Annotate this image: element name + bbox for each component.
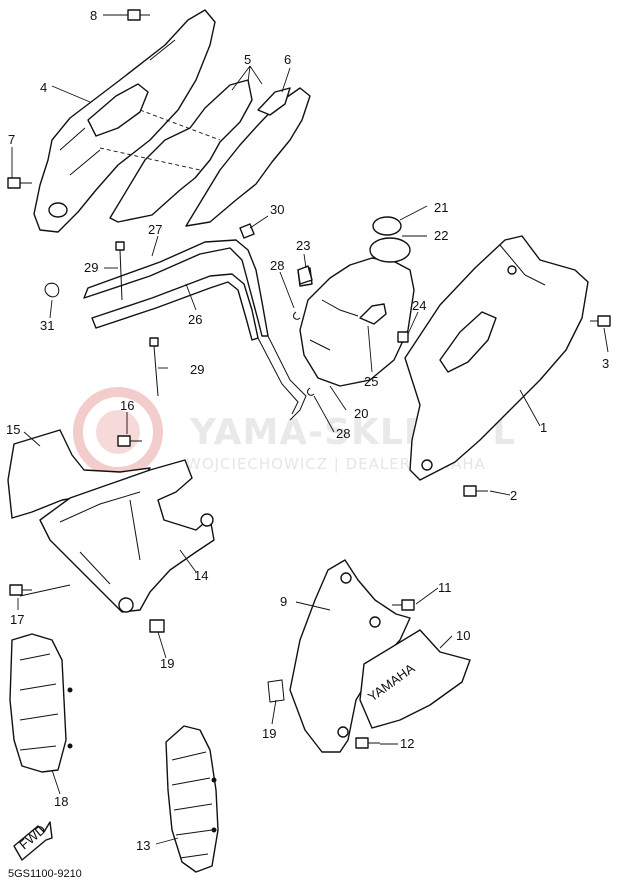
callout-29b: 29 xyxy=(190,362,204,377)
callout-11: 11 xyxy=(438,580,452,595)
part-radiator-guard-left xyxy=(9,633,73,773)
clip-23 xyxy=(297,265,313,285)
callout-25: 25 xyxy=(364,374,378,389)
callout-4: 4 xyxy=(40,80,47,95)
callout-2: 2 xyxy=(510,488,517,503)
bolt-12 xyxy=(355,737,380,749)
callout-28a: 28 xyxy=(270,258,284,273)
callout-20: 20 xyxy=(354,406,368,421)
bolt-8 xyxy=(127,9,150,21)
part-radiator-guard-right xyxy=(165,725,219,873)
diagram-code: 5GS1100-9210 xyxy=(8,868,82,880)
callout-29a: 29 xyxy=(84,260,98,275)
callout-30: 30 xyxy=(270,202,284,217)
tie-29b xyxy=(149,337,159,397)
clip-28b xyxy=(307,387,315,396)
callout-18: 18 xyxy=(54,794,68,809)
callout-19b: 19 xyxy=(262,726,276,741)
callout-26: 26 xyxy=(188,312,202,327)
callout-3: 3 xyxy=(602,356,609,371)
bolt-11 xyxy=(392,599,415,611)
callout-24: 24 xyxy=(412,298,426,313)
bolt-2 xyxy=(463,485,488,497)
callout-13: 13 xyxy=(136,838,150,853)
callout-10: 10 xyxy=(456,628,470,643)
callout-28b: 28 xyxy=(336,426,350,441)
part-reservoir xyxy=(297,216,415,387)
callout-6: 6 xyxy=(284,52,291,67)
part-side-cover-right xyxy=(404,235,589,481)
part-front-plate xyxy=(33,9,216,233)
callout-17: 17 xyxy=(10,612,24,627)
callout-7: 7 xyxy=(8,132,15,147)
callout-8: 8 xyxy=(90,8,97,23)
clip-30 xyxy=(239,223,255,239)
callout-1: 1 xyxy=(540,420,547,435)
bolt-16 xyxy=(117,435,142,447)
bolt-17 xyxy=(9,584,32,596)
callout-9: 9 xyxy=(280,594,287,609)
part-breather-hoses xyxy=(83,239,307,421)
leader-lines xyxy=(11,14,609,845)
callout-12: 12 xyxy=(400,736,414,751)
bolt-24 xyxy=(397,331,409,343)
callout-23: 23 xyxy=(296,238,310,253)
clip-28a xyxy=(293,311,301,320)
part-side-cover-left xyxy=(7,429,215,633)
watermark-logo-icon xyxy=(73,387,163,477)
bolt-3 xyxy=(590,315,611,327)
bolt-7 xyxy=(7,177,32,189)
callout-31: 31 xyxy=(40,318,54,333)
callout-21: 21 xyxy=(434,200,448,215)
callout-27: 27 xyxy=(148,222,162,237)
callout-5: 5 xyxy=(244,52,251,67)
hardware xyxy=(7,9,611,749)
clip-31 xyxy=(44,282,60,298)
callout-16: 16 xyxy=(120,398,134,413)
callout-15: 15 xyxy=(6,422,20,437)
callout-14: 14 xyxy=(194,568,208,583)
fwd-arrow-icon: FWD xyxy=(13,821,53,861)
tie-29a xyxy=(115,241,125,301)
callout-22: 22 xyxy=(434,228,448,243)
callout-19a: 19 xyxy=(160,656,174,671)
part-decals xyxy=(99,79,311,227)
callouts: 8 4 5 6 7 21 22 30 23 27 29 28 24 25 3 3… xyxy=(6,8,609,853)
